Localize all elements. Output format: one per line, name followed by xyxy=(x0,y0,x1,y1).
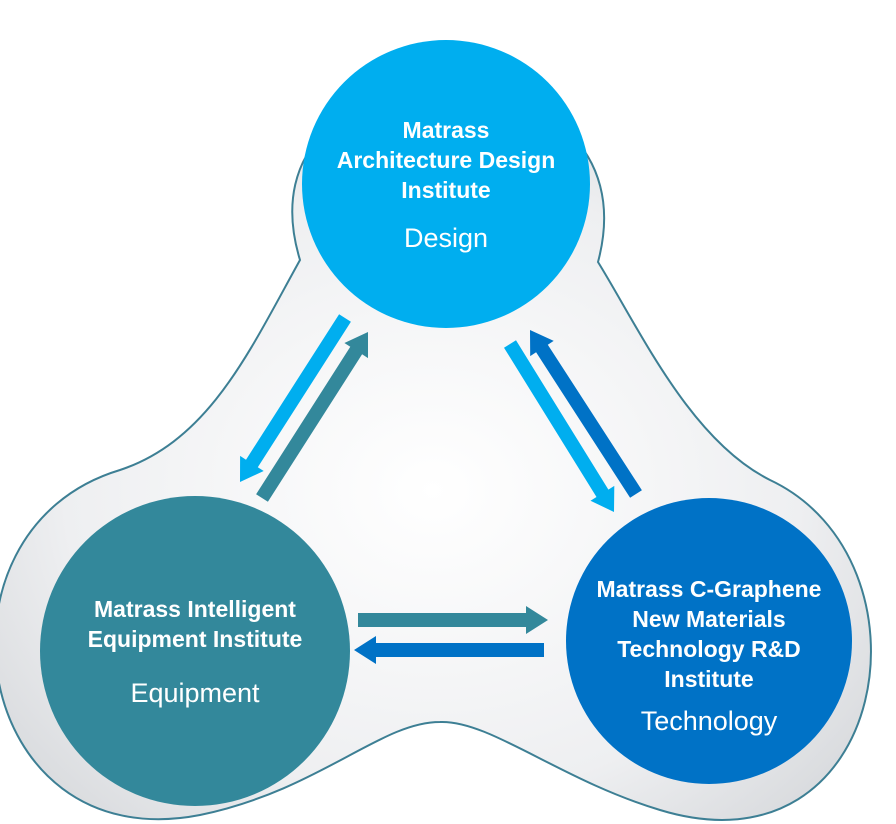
equipment-institute-name: Matrass Intelligent Equipment Institute xyxy=(87,595,303,652)
design-role-label: Design xyxy=(403,222,489,253)
design-institute-name: Matrass Architecture Design Institute xyxy=(336,116,556,203)
node-technology: Matrass C-Graphene New Materials Technol… xyxy=(566,498,852,784)
arrow-equipment-design xyxy=(256,332,368,502)
node-equipment: Matrass Intelligent Equipment Institute … xyxy=(40,496,350,806)
arrow-technology-design xyxy=(530,330,642,498)
arrow-design-technology xyxy=(504,340,615,512)
technology-role-label: Technology xyxy=(640,705,778,736)
arrow-equipment-technology xyxy=(358,606,548,634)
technology-institute-name: Matrass C-Graphene New Materials Technol… xyxy=(596,575,822,692)
arrow-design-equipment xyxy=(240,314,351,482)
equipment-role-label: Equipment xyxy=(130,677,260,708)
node-design: Matrass Architecture Design Institute De… xyxy=(302,40,590,328)
arrows-layer xyxy=(240,314,642,664)
arrow-technology-equipment xyxy=(354,636,544,664)
